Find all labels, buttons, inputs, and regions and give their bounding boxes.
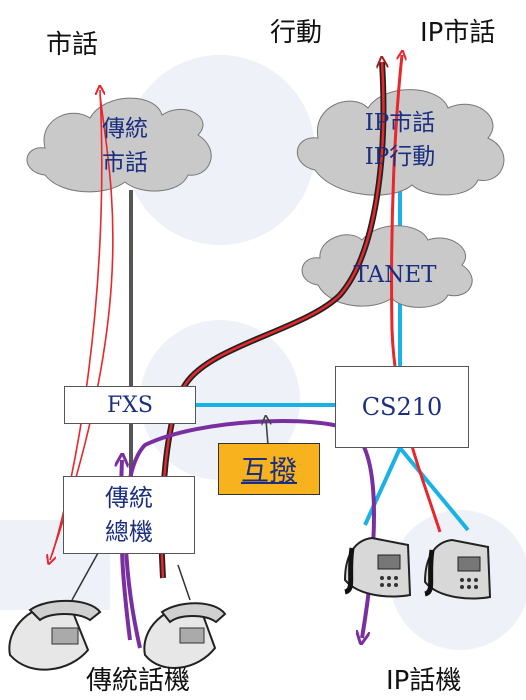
tanet-cloud-label: TANET: [353, 262, 437, 288]
mobile-label: 行動: [270, 18, 323, 48]
watermark: [0, 55, 526, 650]
traditional-phone-icon-2: [143, 602, 227, 669]
traditional-phone-label: 傳統話機: [86, 666, 191, 696]
pstn-cloud: [26, 97, 212, 193]
interconnect-label: 互撥: [218, 443, 320, 495]
landline-label: 市話: [46, 30, 99, 60]
ip-services-cloud-label: IP市話 IP行動: [364, 110, 436, 170]
pstn-cloud-label: 傳統 市話: [102, 116, 148, 176]
ip-services-cloud: [296, 89, 505, 196]
ip-landline-call-path: [390, 55, 442, 533]
ip-phone-label: IP話機: [386, 666, 462, 696]
pbx-box: 傳統 總機: [63, 476, 195, 554]
interconnect-pointer: [266, 420, 268, 446]
landline-call-path: [51, 90, 102, 556]
fxs-box: FXS: [64, 386, 196, 424]
ip-landline-label: IP市話: [420, 18, 496, 48]
traditional-phone-icon: [8, 599, 102, 671]
ip-phone-icon-2: [423, 538, 492, 600]
ip-phone-icon: [343, 536, 412, 598]
cs210-box: CS210: [335, 366, 469, 448]
